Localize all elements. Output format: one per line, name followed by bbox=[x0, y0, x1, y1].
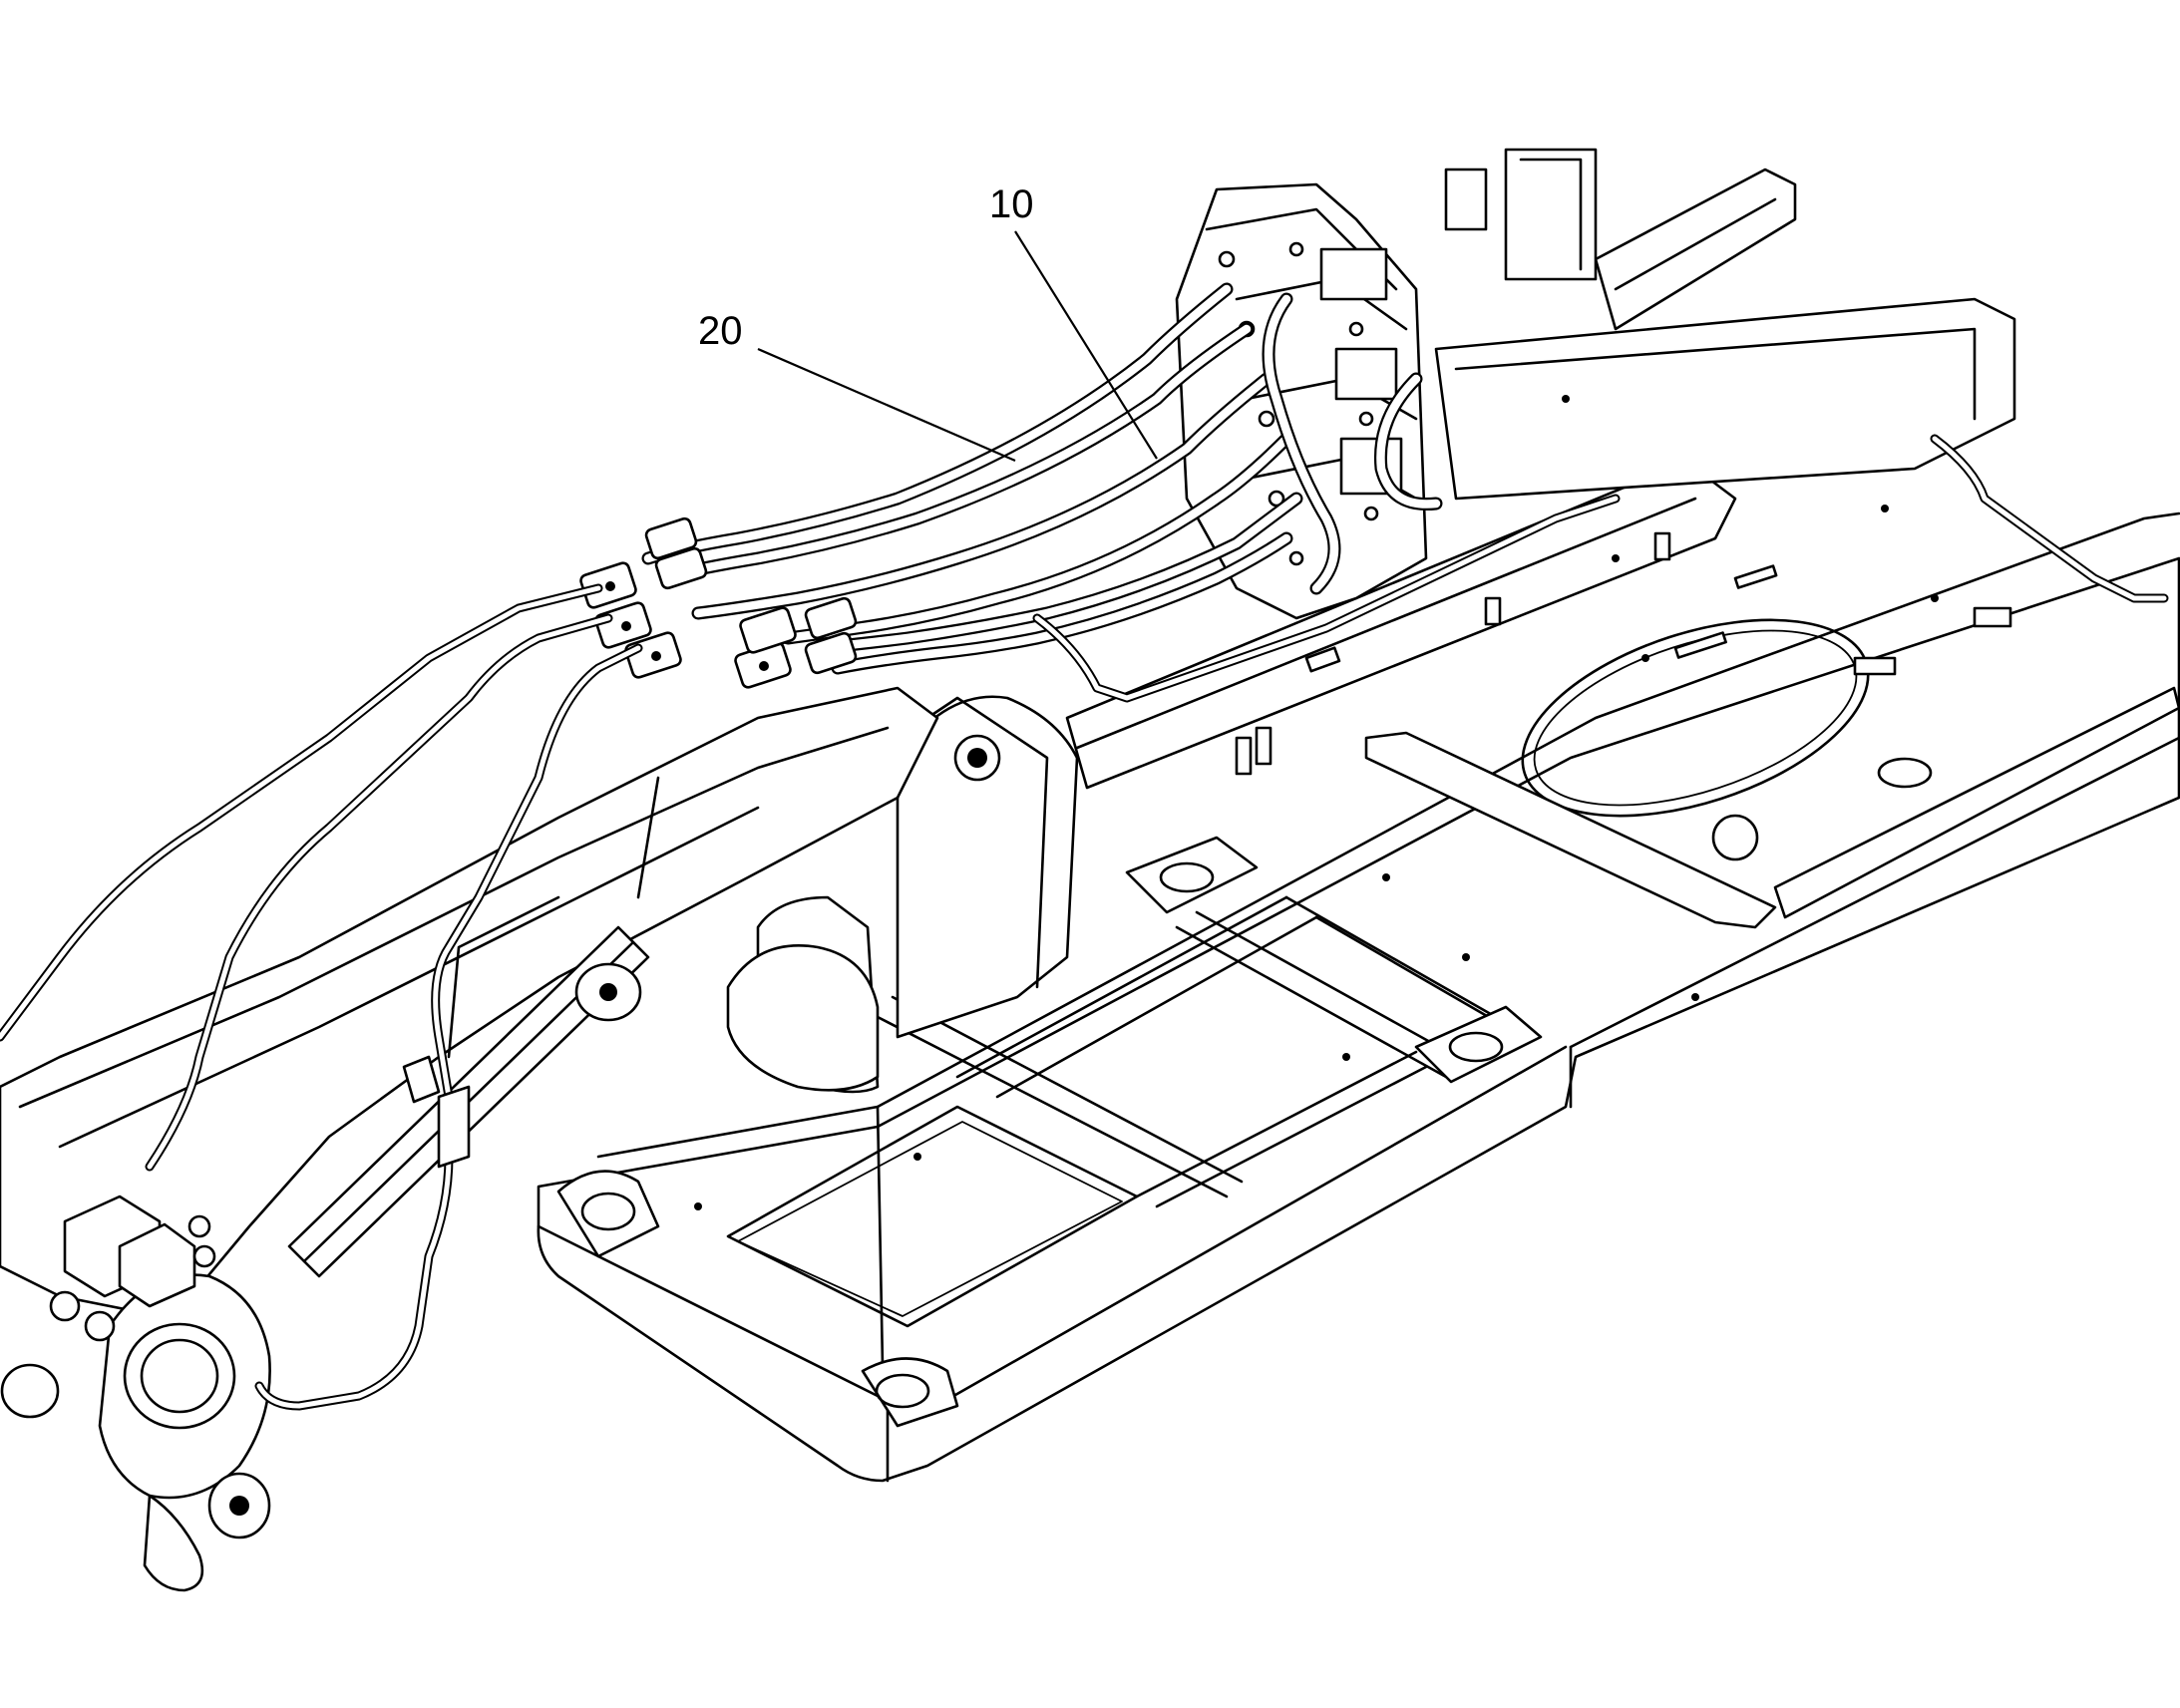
callout-label-20: 20 bbox=[698, 309, 743, 353]
leader-line-10 bbox=[1014, 230, 1158, 460]
upper-frame bbox=[537, 148, 2180, 1483]
boom-steel-pipes bbox=[0, 434, 2169, 1411]
callout-label-10: 10 bbox=[989, 182, 1034, 226]
boom bbox=[0, 686, 939, 1592]
hydraulic-hose-bundle bbox=[641, 282, 1443, 675]
hose-clamps bbox=[579, 516, 858, 689]
leader-line-20 bbox=[757, 347, 1016, 463]
boom-head-fittings bbox=[49, 1055, 471, 1342]
callout-10: 10 bbox=[989, 182, 1158, 460]
callout-20: 20 bbox=[698, 309, 1016, 463]
valve-port-bolts bbox=[1218, 241, 1379, 566]
